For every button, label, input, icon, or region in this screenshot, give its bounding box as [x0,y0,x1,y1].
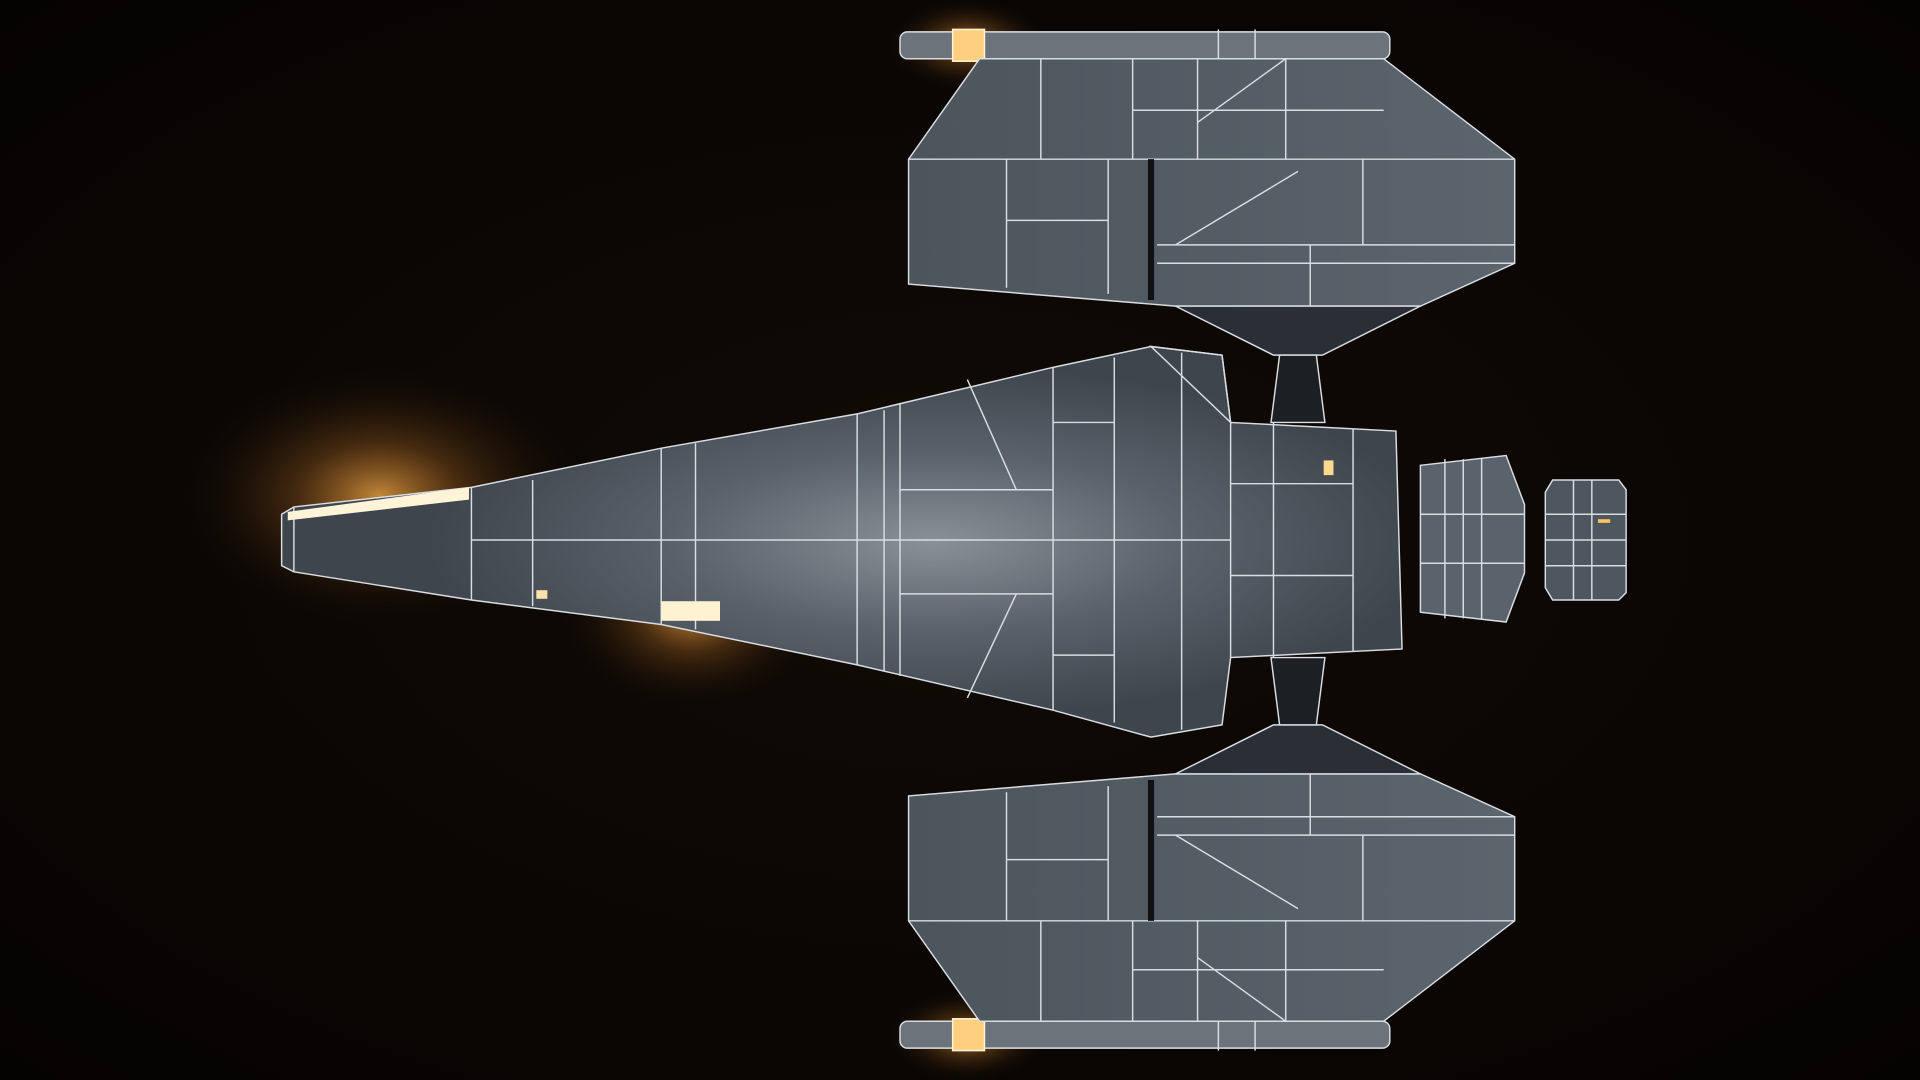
rear-module [1419,454,1526,623]
side-light-panel [661,601,720,621]
bottom-nacelle [899,656,1516,1052]
cockpit-light [1323,460,1334,476]
nose-light-strip [287,487,469,521]
sensor-light [1597,519,1611,523]
rear-sensor-module [1544,479,1627,601]
small-light [536,590,548,599]
top-nacelle [899,28,1516,424]
main-hull [280,345,1403,738]
